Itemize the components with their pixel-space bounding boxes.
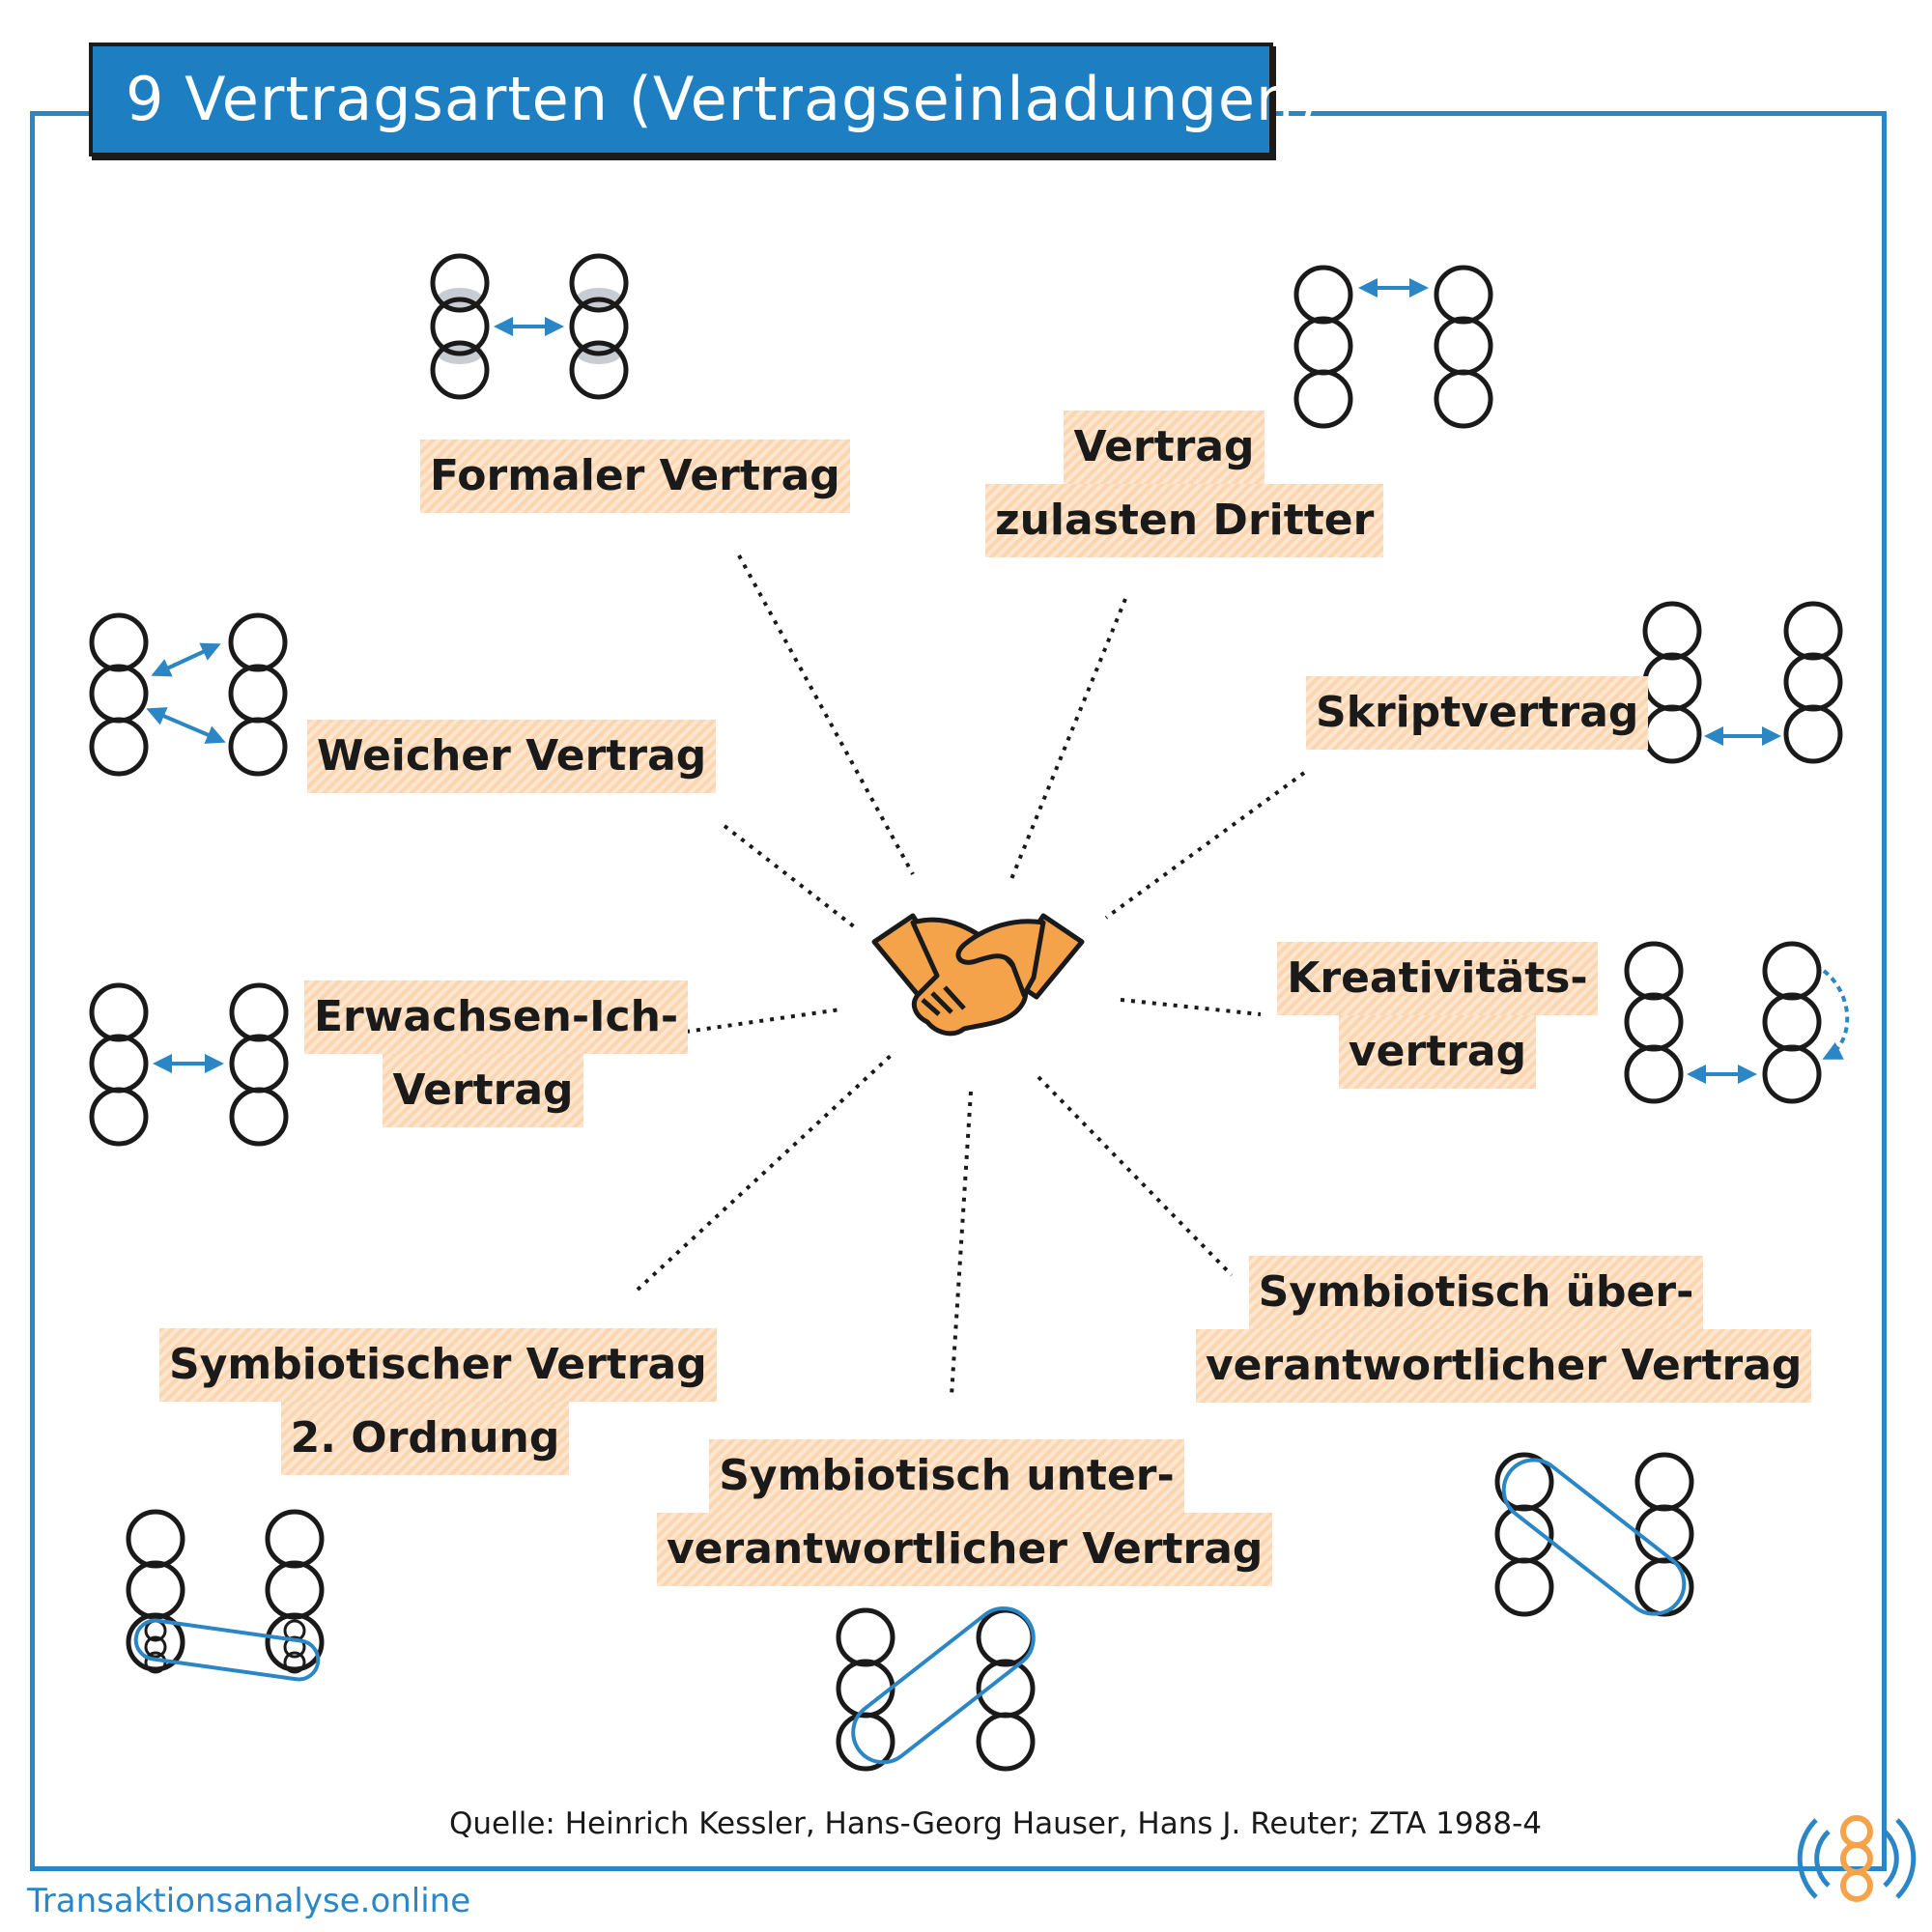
connector-lines bbox=[636, 554, 1306, 1397]
label-symbiotisch-unterverantwortlich: Symbiotisch unter- verantwortlicher Vert… bbox=[657, 1439, 1273, 1586]
label-line: Vertrag bbox=[383, 1054, 583, 1127]
label-line: Kreativitäts- bbox=[1277, 942, 1598, 1015]
label-line: verantwortlicher Vertrag bbox=[1196, 1329, 1812, 1403]
label-line: Skriptvertrag bbox=[1306, 676, 1649, 750]
connector-erwachsen bbox=[685, 1008, 841, 1034]
label-symbiotisch-ueberverantwortlich: Symbiotisch über- verantwortlicher Vertr… bbox=[1196, 1256, 1812, 1403]
diagram-weich bbox=[89, 612, 288, 777]
label-symbiotischer-vertrag-2-ordnung: Symbiotischer Vertrag 2. Ordnung bbox=[159, 1328, 717, 1475]
connector-symbiotisch2 bbox=[636, 1051, 895, 1292]
label-line: Erwachsen-Ich- bbox=[304, 980, 689, 1054]
label-weicher-vertrag: Weicher Vertrag bbox=[307, 720, 717, 793]
diagram-symbiotisch2 bbox=[126, 1509, 325, 1682]
label-line: verantwortlicher Vertrag bbox=[657, 1513, 1273, 1586]
label-erwachsen-ich-vertrag: Erwachsen-Ich- Vertrag bbox=[304, 980, 689, 1127]
page-title: 9 Vertragsarten (Vertragseinladungen) bbox=[126, 64, 1320, 134]
connector-ueber bbox=[1037, 1075, 1234, 1277]
label-formaler-vertrag: Formaler Vertrag bbox=[420, 440, 850, 513]
connector-weich bbox=[723, 824, 857, 929]
diagram-formal bbox=[430, 253, 629, 400]
diagram-skript bbox=[1642, 601, 1843, 764]
label-line: Symbiotisch unter- bbox=[709, 1439, 1184, 1513]
diagram-ueber bbox=[1494, 1452, 1694, 1617]
connector-kreativ bbox=[1120, 998, 1262, 1016]
connector-skript bbox=[1104, 771, 1306, 920]
title-banner: 9 Vertragsarten (Vertragseinladungen) bbox=[89, 43, 1318, 156]
source-citation: Quelle: Heinrich Kessler, Hans-Georg Hau… bbox=[449, 1806, 1542, 1841]
label-vertrag-zulasten-dritter: Vertrag zulasten Dritter bbox=[985, 411, 1384, 557]
label-line: Formaler Vertrag bbox=[420, 440, 850, 513]
label-line: 2. Ordnung bbox=[280, 1402, 570, 1475]
connector-unter bbox=[950, 1091, 973, 1397]
connector-formal bbox=[737, 554, 915, 875]
label-line: zulasten Dritter bbox=[985, 484, 1384, 557]
diagram-kreativ bbox=[1624, 941, 1850, 1104]
website-link[interactable]: Transaktionsanalyse.online bbox=[27, 1882, 471, 1920]
label-line: Symbiotischer Vertrag bbox=[159, 1328, 717, 1402]
ta-logo-icon bbox=[1797, 1815, 1917, 1902]
handshake-icon bbox=[871, 913, 1085, 1037]
diagram-unter bbox=[836, 1605, 1036, 1772]
label-kreativitaetsvertrag: Kreativitäts- vertrag bbox=[1273, 942, 1602, 1089]
label-skriptvertrag: Skriptvertrag bbox=[1306, 676, 1649, 750]
label-line: Vertrag bbox=[1064, 411, 1264, 484]
label-line: Weicher Vertrag bbox=[307, 720, 717, 793]
diagram-erwachsen bbox=[89, 982, 289, 1147]
label-line: vertrag bbox=[1338, 1015, 1537, 1089]
label-line: Symbiotisch über- bbox=[1248, 1256, 1704, 1329]
diagram-dritter bbox=[1293, 265, 1493, 429]
connector-dritter bbox=[1008, 598, 1127, 885]
